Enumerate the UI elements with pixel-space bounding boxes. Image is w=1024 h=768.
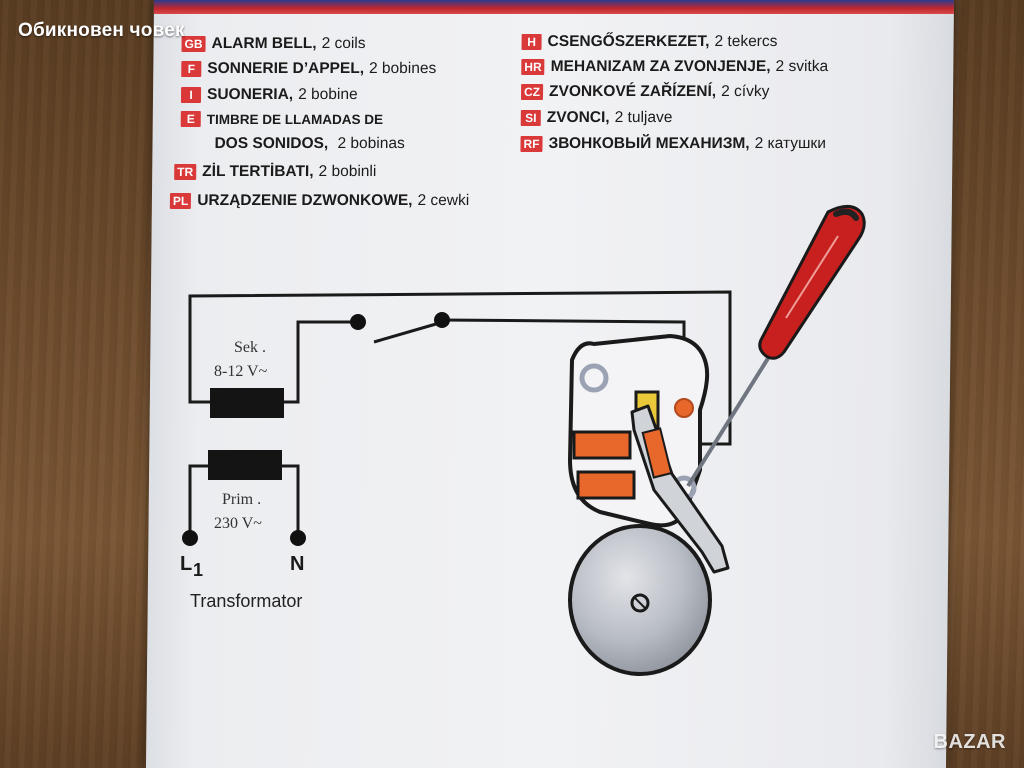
switch-feed-wire <box>284 320 358 404</box>
secondary-label-1: Sek . <box>234 339 266 356</box>
terminal-n-label: N <box>290 553 304 575</box>
secondary-label-2: 8-12 V~ <box>214 363 268 380</box>
primary-label-2: 230 V~ <box>214 515 262 532</box>
bell-dome <box>568 524 712 676</box>
terminal-l1-dot <box>182 530 198 546</box>
bell-center-screw <box>630 593 650 613</box>
transformer-caption: Transformator <box>190 591 302 611</box>
bell-coil-bottom <box>576 470 636 500</box>
watermark-text: Обикновен човек <box>18 20 185 41</box>
bell-coil-top <box>572 430 632 460</box>
primary-label-1: Prim . <box>222 491 261 508</box>
primary-wire-left <box>188 464 208 536</box>
switch-lever <box>373 322 437 344</box>
screwdriver-highlight <box>785 235 839 319</box>
armature-block <box>641 427 673 479</box>
screwdriver-shaft <box>686 350 774 488</box>
screwdriver-handle <box>758 205 866 360</box>
mounting-hole-top <box>579 363 609 393</box>
switch-contact-left <box>350 314 366 330</box>
primary-coil <box>208 450 282 480</box>
terminal-l-label: L <box>180 553 192 575</box>
bazar-logo: BAZAR <box>933 731 1006 753</box>
outer-wire <box>188 290 732 446</box>
bell-screw-slot <box>633 596 647 610</box>
switch-contact-right <box>434 312 450 328</box>
primary-wire-right <box>282 464 300 536</box>
terminal-n-dot <box>290 530 306 546</box>
adjustment-screw <box>674 398 694 418</box>
secondary-coil <box>210 388 284 418</box>
screwdriver-cap <box>833 208 859 221</box>
terminal-l-subscript: 1 <box>193 560 203 580</box>
